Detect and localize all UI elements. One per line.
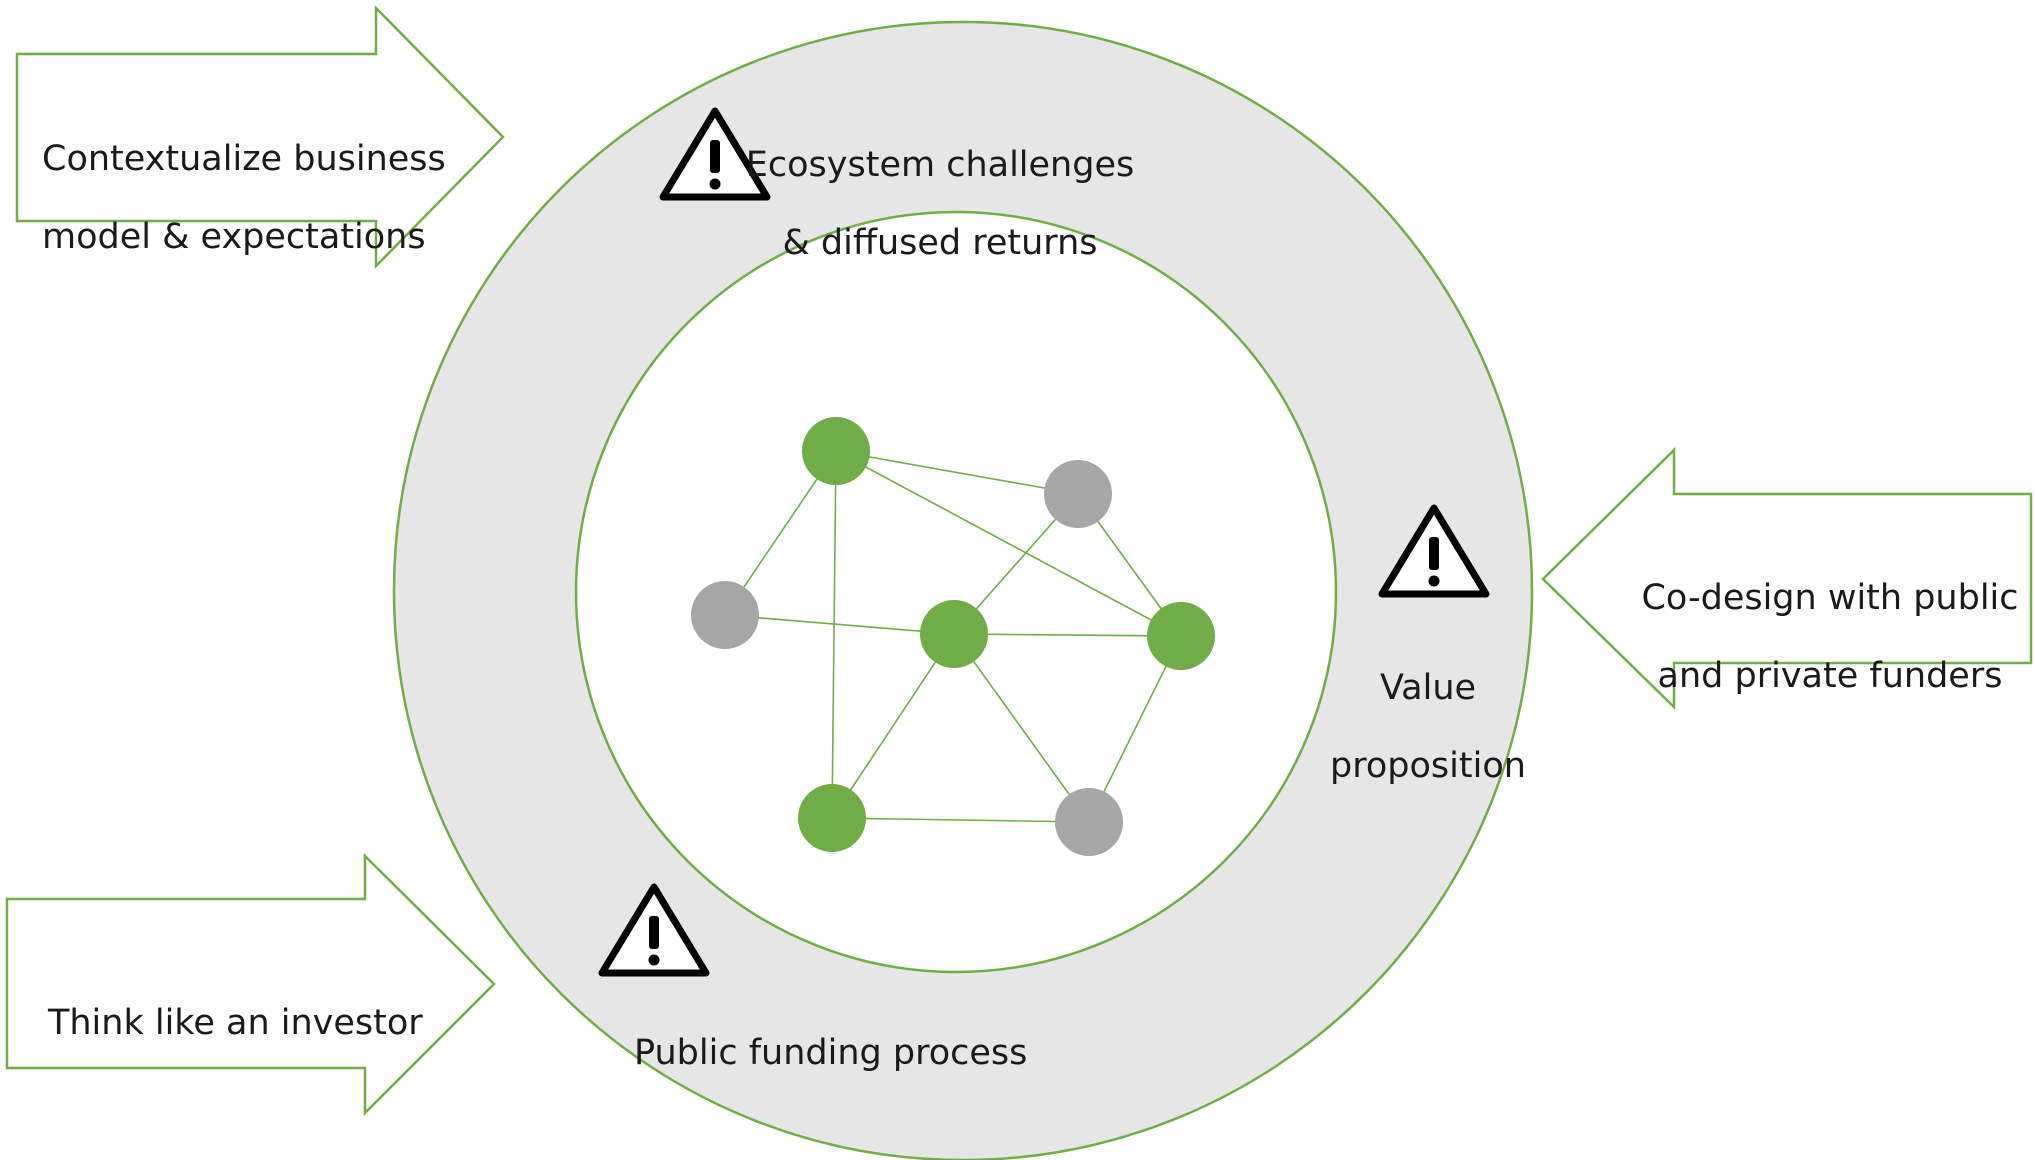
arrow-co-design-label: Co-design with public and private funder… bbox=[1640, 540, 2020, 735]
warning-icon bbox=[659, 107, 771, 201]
arrow-contextualize-line2: model & expectations bbox=[42, 217, 426, 257]
arrow-contextualize bbox=[15, 4, 505, 270]
network-node-active bbox=[802, 417, 870, 485]
network-node-inactive bbox=[691, 581, 759, 649]
network-nodes bbox=[691, 417, 1215, 856]
arrow-co-design-line2: and private funders bbox=[1657, 656, 2003, 696]
arrow-contextualize-line1: Contextualize business bbox=[42, 139, 446, 179]
ring-label-value-line1: Value bbox=[1379, 668, 1477, 708]
warning-icon bbox=[598, 883, 710, 977]
arrow-think-like-investor-text: Think like an investor bbox=[48, 1003, 423, 1043]
network-edge bbox=[724, 614, 955, 635]
arrow-co-design bbox=[1541, 447, 2033, 710]
ring-label-ecosystem-line2: & diffused returns bbox=[782, 223, 1098, 263]
arrow-co-design-line1: Co-design with public bbox=[1641, 578, 2019, 618]
network-node-inactive bbox=[1044, 460, 1112, 528]
ring-label-value-proposition: Value proposition bbox=[1328, 630, 1528, 825]
ring-label-value-line2: proposition bbox=[1330, 746, 1526, 786]
network-edge bbox=[1088, 635, 1182, 823]
network-node-active bbox=[798, 784, 866, 852]
arrow-think-like-investor bbox=[5, 852, 496, 1117]
ring-label-ecosystem-line1: Ecosystem challenges bbox=[745, 145, 1135, 185]
ring-label-public-funding-text: Public funding process bbox=[634, 1033, 1028, 1073]
network-node-inactive bbox=[1055, 788, 1123, 856]
warning-icon bbox=[1378, 504, 1490, 598]
network-edge bbox=[831, 633, 955, 819]
network-node-active bbox=[1147, 602, 1215, 670]
arrow-contextualize-label: Contextualize business model & expectati… bbox=[42, 101, 446, 296]
network-edge bbox=[835, 450, 1079, 495]
network-edge bbox=[953, 633, 1090, 823]
arrow-think-like-investor-label: Think like an investor bbox=[48, 965, 423, 1082]
ring-label-public-funding: Public funding process bbox=[634, 995, 1027, 1112]
network-edge bbox=[831, 450, 837, 819]
network-edge bbox=[835, 450, 1182, 637]
network-edge bbox=[831, 817, 1090, 823]
ring-label-ecosystem: Ecosystem challenges & diffused returns bbox=[740, 107, 1140, 302]
network-edge bbox=[953, 633, 1182, 637]
inner-circle bbox=[574, 210, 1338, 974]
network-node-active bbox=[920, 600, 988, 668]
